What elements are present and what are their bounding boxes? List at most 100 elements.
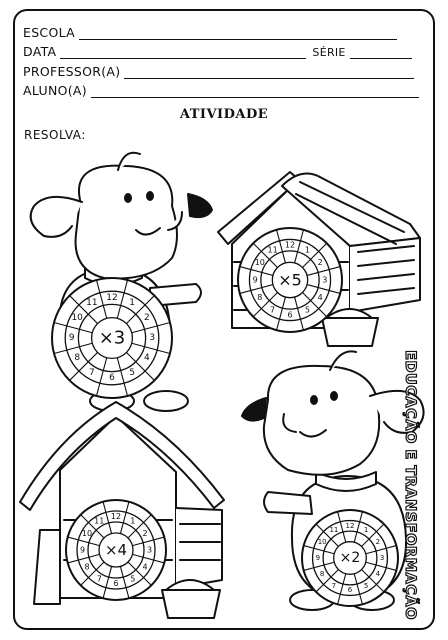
wheel-number: 8 xyxy=(320,570,324,578)
wheel-divider xyxy=(252,292,278,318)
wheel-divider xyxy=(69,352,98,381)
wheel-number: 5 xyxy=(305,306,310,315)
wheel-divider xyxy=(303,545,335,555)
wheel-number: 7 xyxy=(89,368,95,378)
wheel-divider xyxy=(306,284,341,294)
wheel-number: 2 xyxy=(376,538,380,546)
wheel-number: 10 xyxy=(318,538,327,546)
wheel-divider xyxy=(361,523,385,547)
wheel-number: 4 xyxy=(376,570,381,578)
wheel-divider xyxy=(276,229,286,264)
wheel-divider xyxy=(126,295,155,324)
wheel-divider xyxy=(69,295,98,324)
instruction-label: RESOLVA: xyxy=(24,128,86,142)
wheel-divider xyxy=(239,284,274,294)
wheel-number: 8 xyxy=(257,293,262,302)
food-bowl-icon xyxy=(161,579,221,619)
aluno-field[interactable]: ALUNO(A) xyxy=(23,82,419,98)
wheel-divider xyxy=(315,569,339,593)
wheel-divider xyxy=(353,573,363,605)
wheel-divider xyxy=(116,357,129,397)
wheel-number: 2 xyxy=(142,529,147,538)
wheel-divider xyxy=(102,501,113,534)
wheel-number: 7 xyxy=(270,306,275,315)
wheel-divider xyxy=(365,545,397,555)
wheel-number: 12 xyxy=(346,522,355,530)
wheel-divider xyxy=(132,536,165,547)
wheel-number: 7 xyxy=(97,575,102,584)
wheel-number: 9 xyxy=(80,546,85,555)
wheel-number: 4 xyxy=(144,353,150,363)
wheel-divider xyxy=(53,342,93,355)
wheel-number: 10 xyxy=(82,529,92,538)
wheel-divider xyxy=(302,242,328,268)
wheel-divider xyxy=(239,266,274,276)
wheel-ring xyxy=(98,532,134,568)
wheel-number: 1 xyxy=(129,298,135,308)
wheel-number: 6 xyxy=(287,310,292,319)
wheel-number: 9 xyxy=(316,554,320,562)
wheel-number: 6 xyxy=(348,586,353,594)
wheel-number: 9 xyxy=(253,276,258,285)
data-label: DATA xyxy=(23,44,57,59)
professor-line xyxy=(124,68,415,79)
wheel-divider xyxy=(67,553,100,564)
wheel-divider xyxy=(102,566,113,599)
wheel-divider xyxy=(302,292,328,318)
wheel-divider xyxy=(119,501,130,534)
wheel-divider xyxy=(67,536,100,547)
wheel-number: 3 xyxy=(380,554,384,562)
data-field[interactable]: DATA SÉRIE xyxy=(23,43,412,59)
professor-label: PROFESSOR(A) xyxy=(23,64,121,79)
wheel-divider xyxy=(126,352,155,381)
wheel-number: 8 xyxy=(74,353,80,363)
wheel-ring xyxy=(333,541,367,575)
wheel-number: 1 xyxy=(364,526,368,534)
wheel-number: 2 xyxy=(318,258,323,267)
wheel-divider xyxy=(127,561,152,586)
wheel-divider xyxy=(294,296,304,331)
wheel-divider xyxy=(80,561,105,586)
worksheet-frame: ESCOLA DATA SÉRIE PROFESSOR(A) ALUNO(A) … xyxy=(13,9,435,630)
wheel-divider xyxy=(95,279,108,319)
wheel-divider xyxy=(365,561,397,571)
wheel-number: 3 xyxy=(322,276,327,285)
wheel-number: 12 xyxy=(111,512,121,521)
professor-field[interactable]: PROFESSOR(A) xyxy=(23,63,415,79)
wheel-divider xyxy=(353,511,363,543)
wheel-number: 1 xyxy=(130,516,135,525)
wheel-divider xyxy=(95,357,108,397)
wheel-number: 7 xyxy=(332,582,336,590)
aluno-line xyxy=(90,87,419,98)
wheel-ring xyxy=(271,261,309,299)
serie-label: SÉRIE xyxy=(312,46,346,59)
wheel-number: 6 xyxy=(109,373,115,383)
aluno-label: ALUNO(A) xyxy=(23,83,87,98)
wheel-number: 1 xyxy=(305,245,310,254)
escola-field[interactable]: ESCOLA xyxy=(23,24,398,40)
wheel-divider xyxy=(252,242,278,268)
wheel-number: 2 xyxy=(144,313,150,323)
wheel-number: 3 xyxy=(147,546,152,555)
wheel-number: 11 xyxy=(329,526,338,534)
wheel-divider xyxy=(127,514,152,539)
wheel-number: 12 xyxy=(106,293,117,303)
wheel-number: 10 xyxy=(71,313,83,323)
wheel-divider xyxy=(53,321,93,334)
wheel-number: 5 xyxy=(364,582,368,590)
escola-line xyxy=(79,29,398,40)
wheel-number: 10 xyxy=(255,258,265,267)
wheel-number: 11 xyxy=(86,298,97,308)
side-watermark: EDUCAÇÃO E TRANSFORMAÇÃO xyxy=(401,349,418,620)
wheel-center-label: ×3 xyxy=(99,328,126,349)
wheel-divider xyxy=(294,229,304,264)
wheel-divider xyxy=(131,321,171,334)
wheel-number: 9 xyxy=(69,333,75,343)
wheel-center-label: ×2 xyxy=(340,550,361,566)
wheel-number: 5 xyxy=(130,575,135,584)
serie-line xyxy=(349,48,412,59)
wheel-divider xyxy=(119,566,130,599)
